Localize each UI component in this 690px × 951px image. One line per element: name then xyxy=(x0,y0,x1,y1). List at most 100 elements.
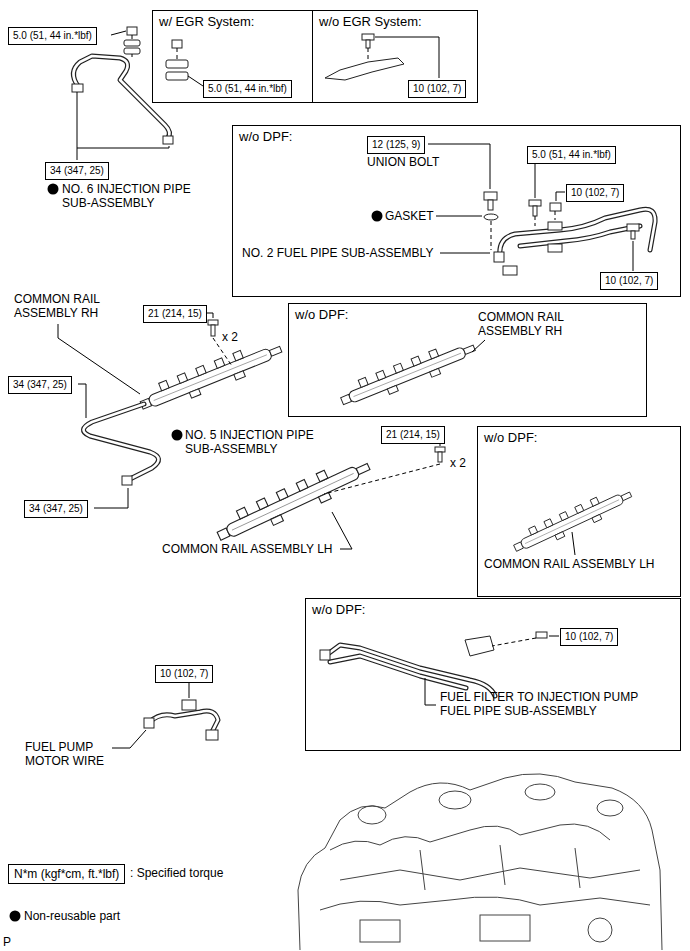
panel-heading: w/o DPF: xyxy=(478,427,680,449)
fuel-filter-pipe xyxy=(330,656,466,688)
legend-dot xyxy=(10,911,21,922)
leader-line xyxy=(440,253,490,254)
part-label: P xyxy=(3,935,11,949)
union-bolt xyxy=(428,144,498,250)
part-label: COMMON RAIL ASSEMBLY RH xyxy=(478,310,588,338)
common-rail-rh xyxy=(136,336,285,416)
pipe-clamp xyxy=(127,27,137,35)
fuel-pipe-2 xyxy=(503,266,517,275)
part-label: NO. 5 INJECTION PIPE SUB-ASSEMBLY xyxy=(185,428,330,456)
legend-text: Non-reusable part xyxy=(24,909,120,923)
torque-box: 34 (347, 25) xyxy=(8,376,72,394)
fuel-pump-motor-wire xyxy=(150,711,218,732)
engine-illustration xyxy=(298,774,662,950)
fuel-pump-motor-wire xyxy=(150,711,218,732)
part-label: NO. 6 INJECTION PIPE SUB-ASSEMBLY xyxy=(62,182,207,210)
variant-panel: w/o DPF: xyxy=(288,303,647,417)
fuel-filter-pipe xyxy=(536,632,547,638)
fuel-filter-pipe xyxy=(330,656,466,688)
torque-box: 21 (214, 15) xyxy=(143,305,207,323)
fuel-pipe-2 xyxy=(494,252,504,262)
leader-line xyxy=(633,241,634,271)
injection-pipe-6 xyxy=(73,56,169,138)
common-rail-lh xyxy=(435,447,445,452)
fuel-pipe-2 xyxy=(548,244,562,252)
bracket-bolt xyxy=(362,34,374,40)
part-label: NO. 2 FUEL PIPE SUB-ASSEMBLY xyxy=(242,246,433,260)
fuel-filter-pipe xyxy=(492,638,536,646)
common-rail-lh xyxy=(510,484,635,558)
leader-line xyxy=(556,192,565,201)
common-rail-rh xyxy=(208,320,218,325)
bolt xyxy=(631,231,635,239)
leader-line xyxy=(425,678,436,705)
bracket-bolt xyxy=(366,40,370,48)
leader-line xyxy=(428,144,490,189)
variant-panel: w/o EGR System: 10 (102, 7) xyxy=(312,10,478,103)
torque-value: 10 (102, 7) xyxy=(565,631,613,643)
leader-line xyxy=(77,92,169,160)
panel-heading: w/o DPF: xyxy=(233,126,680,148)
part-label: FUEL FILTER TO INJECTION PUMP FUEL PIPE … xyxy=(440,690,658,718)
engine-illustration xyxy=(420,845,580,890)
non-reusable-dot xyxy=(372,211,383,222)
bracket-bolt xyxy=(368,48,369,60)
leader-line xyxy=(436,216,482,217)
non-reusable-dot xyxy=(172,430,183,441)
common-rail-lh xyxy=(510,484,635,558)
leader-line xyxy=(112,730,146,748)
leader-line xyxy=(535,163,536,198)
leader-line xyxy=(440,443,441,446)
leader-line xyxy=(78,384,86,418)
leader-line xyxy=(472,340,485,352)
engine-illustration xyxy=(360,920,400,942)
pipe-clamp xyxy=(132,35,133,40)
panel-heading: w/ EGR System: xyxy=(153,11,312,33)
engine-illustration xyxy=(320,897,650,910)
engine-illustration xyxy=(525,784,555,800)
panel-heading: w/o EGR System: xyxy=(313,11,477,33)
fuel-pipe-2 xyxy=(520,226,640,246)
part-label: FUEL PUMP MOTOR WIRE xyxy=(25,740,120,768)
panel-heading: w/o DPF: xyxy=(289,304,646,326)
injection-pipe-6 xyxy=(163,136,173,144)
variant-panel: w/o DPF: xyxy=(477,426,681,597)
torque-box: 12 (125, 9) xyxy=(367,136,425,154)
bolt xyxy=(535,216,536,226)
engine-illustration xyxy=(588,918,612,942)
bracket-bolt xyxy=(325,34,439,80)
pipe-clamp xyxy=(166,60,188,68)
common-rail-lh xyxy=(438,452,442,462)
leader-line xyxy=(77,31,169,160)
part-label: GASKET xyxy=(385,209,434,223)
common-rail-lh xyxy=(213,443,445,549)
variant-panel: w/o DPF:12 (125, 9) 5.0 (51, 44 in.*lbf) 1… xyxy=(232,125,681,297)
injection-pipe-5 xyxy=(122,476,132,485)
injection-pipe-6 xyxy=(73,56,169,138)
bolt xyxy=(627,224,639,231)
common-rail-lh xyxy=(324,464,440,494)
bolt xyxy=(529,163,639,271)
fuel-filter-pipe xyxy=(320,650,330,660)
leader-line xyxy=(111,31,126,35)
common-rail-rh xyxy=(58,313,285,416)
leader-line xyxy=(549,636,559,637)
engine-illustration xyxy=(358,806,386,824)
part-label: COMMON RAIL ASSEMBLY RH xyxy=(14,292,124,320)
pipe-clamp xyxy=(172,40,182,48)
torque-box: 10 (102, 7) xyxy=(408,80,466,98)
common-rail-rh xyxy=(337,335,478,411)
torque-value: 21 (214, 15) xyxy=(148,308,202,320)
union-bolt xyxy=(491,221,492,250)
torque-value: 21 (214, 15) xyxy=(386,429,440,441)
torque-box: 10 (102, 7) xyxy=(155,665,213,683)
torque-value: 5.0 (51, 44 in.*lbf) xyxy=(13,30,92,42)
panel-heading: w/o DPF: xyxy=(306,599,680,621)
legend-text: : Specified torque xyxy=(130,866,223,880)
torque-value: 10 (102, 7) xyxy=(605,275,653,287)
torque-box: 5.0 (51, 44 in.*lbf) xyxy=(527,146,616,164)
torque-value: 5.0 (51, 44 in.*lbf) xyxy=(532,149,611,161)
part-label: x 2 xyxy=(222,330,238,344)
injection-pipe-5 xyxy=(83,404,158,480)
